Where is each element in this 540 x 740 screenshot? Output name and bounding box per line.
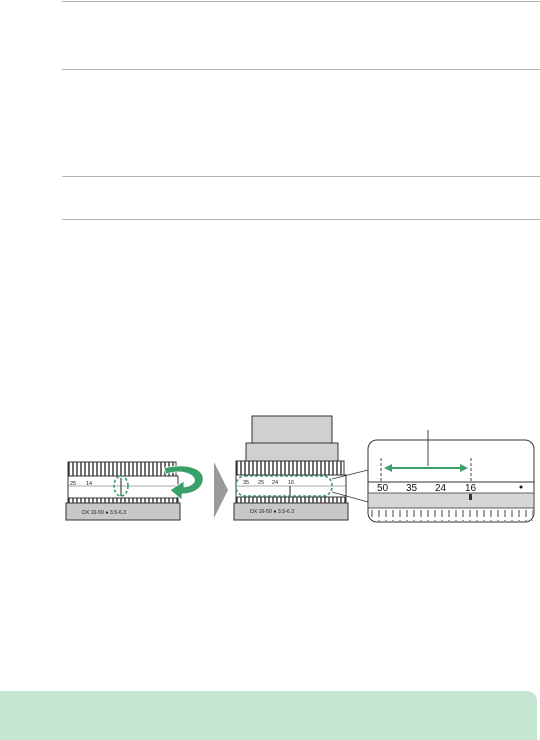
detail-scale-label-50: 50 <box>377 483 389 494</box>
middle-scale-highlight <box>235 475 333 497</box>
rotate-arrow-icon <box>163 465 204 501</box>
detail-index-mark <box>469 494 472 500</box>
left-scale-label-2: 14 <box>86 481 92 487</box>
range-arrow-icon <box>384 464 468 472</box>
middle-scale-label-4: 16 <box>288 480 294 486</box>
table-rule-bottom <box>62 219 540 220</box>
table-rule-top <box>62 1 540 2</box>
lens-middle: 35 25 24 16 DX 16-50 ● 3.5-6.3 <box>233 415 349 521</box>
table-rule-2 <box>62 69 540 70</box>
note-bar <box>0 691 537 740</box>
detail-scale-label-16: 16 <box>465 483 477 494</box>
left-scale-label-1: 25 <box>70 481 76 487</box>
detail-scale-dot <box>519 485 523 489</box>
left-index-highlight <box>113 475 129 497</box>
detail-scale-label-24: 24 <box>435 483 447 494</box>
next-arrow-icon <box>214 462 228 518</box>
middle-scale-label-1: 35 <box>243 480 249 486</box>
detail-scale-label-35: 35 <box>406 483 418 494</box>
middle-scale-label-3: 24 <box>272 480 278 486</box>
middle-scale-label-2: 25 <box>258 480 264 486</box>
lens-left: 25 14 DX 16-50 ● 3.5-6.3 <box>65 461 181 521</box>
zoom-scale-detail: 50 35 24 16 <box>367 430 535 523</box>
table-rule-3 <box>62 176 540 177</box>
zoom-ring-illustration: 25 14 DX 16-50 ● 3.5-6.3 35 25 24 16 DX … <box>65 415 535 523</box>
middle-model-label: DX 16-50 ● 3.5-6.3 <box>250 509 294 515</box>
left-model-label: DX 16-50 ● 3.5-6.3 <box>82 510 126 516</box>
